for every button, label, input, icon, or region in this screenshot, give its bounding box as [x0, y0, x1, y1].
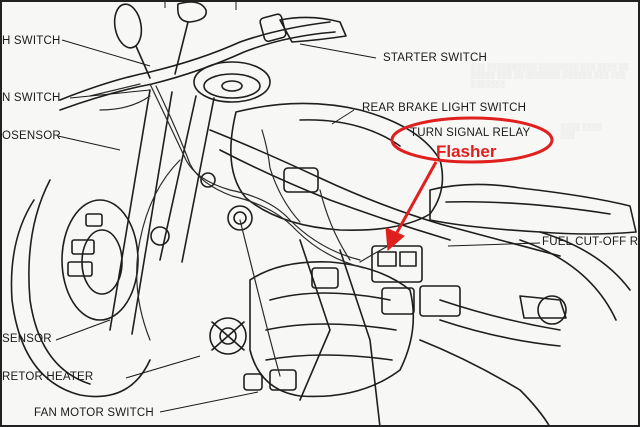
handlebar [59, 21, 331, 101]
mirror-right [176, 1, 207, 23]
seat [429, 183, 637, 235]
front-wheel [10, 199, 151, 398]
label-left-sensor: OSENSOR [2, 130, 61, 142]
label-fan-motor-switch: FAN MOTOR SWITCH [34, 407, 154, 419]
label-mid-left-switch: N SWITCH [2, 92, 61, 104]
label-rear-brake-light-switch: REAR BRAKE LIGHT SWITCH [362, 102, 527, 114]
mirror-left [113, 3, 143, 49]
faint-manual-text-2: ░░░░ ░░░░░░░ [560, 124, 602, 140]
engine [249, 261, 415, 398]
stator [209, 317, 247, 355]
relay-box [371, 245, 423, 283]
label-carburetor-heater: RETOR HEATER [2, 371, 94, 383]
label-starter-switch: STARTER SWITCH [383, 52, 487, 64]
faint-manual-text: ░░░ ░░░░░░░░░░ ░░░░░░░░ ░░░ ░░░░ ░░░░░░░… [470, 64, 629, 88]
callout-oval [390, 116, 554, 164]
frame-rail [209, 129, 561, 257]
flasher-annotation: Flasher [436, 142, 497, 161]
label-top-left-switch: H SWITCH [2, 35, 61, 47]
label-fuel-cut-off: FUEL CUT-OFF R [542, 236, 639, 248]
meter [193, 61, 271, 103]
label-lower-left-sensor: SENSOR [2, 333, 52, 345]
callout-arrow [385, 161, 438, 252]
label-turn-signal-relay: TURN SIGNAL RELAY [410, 127, 531, 139]
